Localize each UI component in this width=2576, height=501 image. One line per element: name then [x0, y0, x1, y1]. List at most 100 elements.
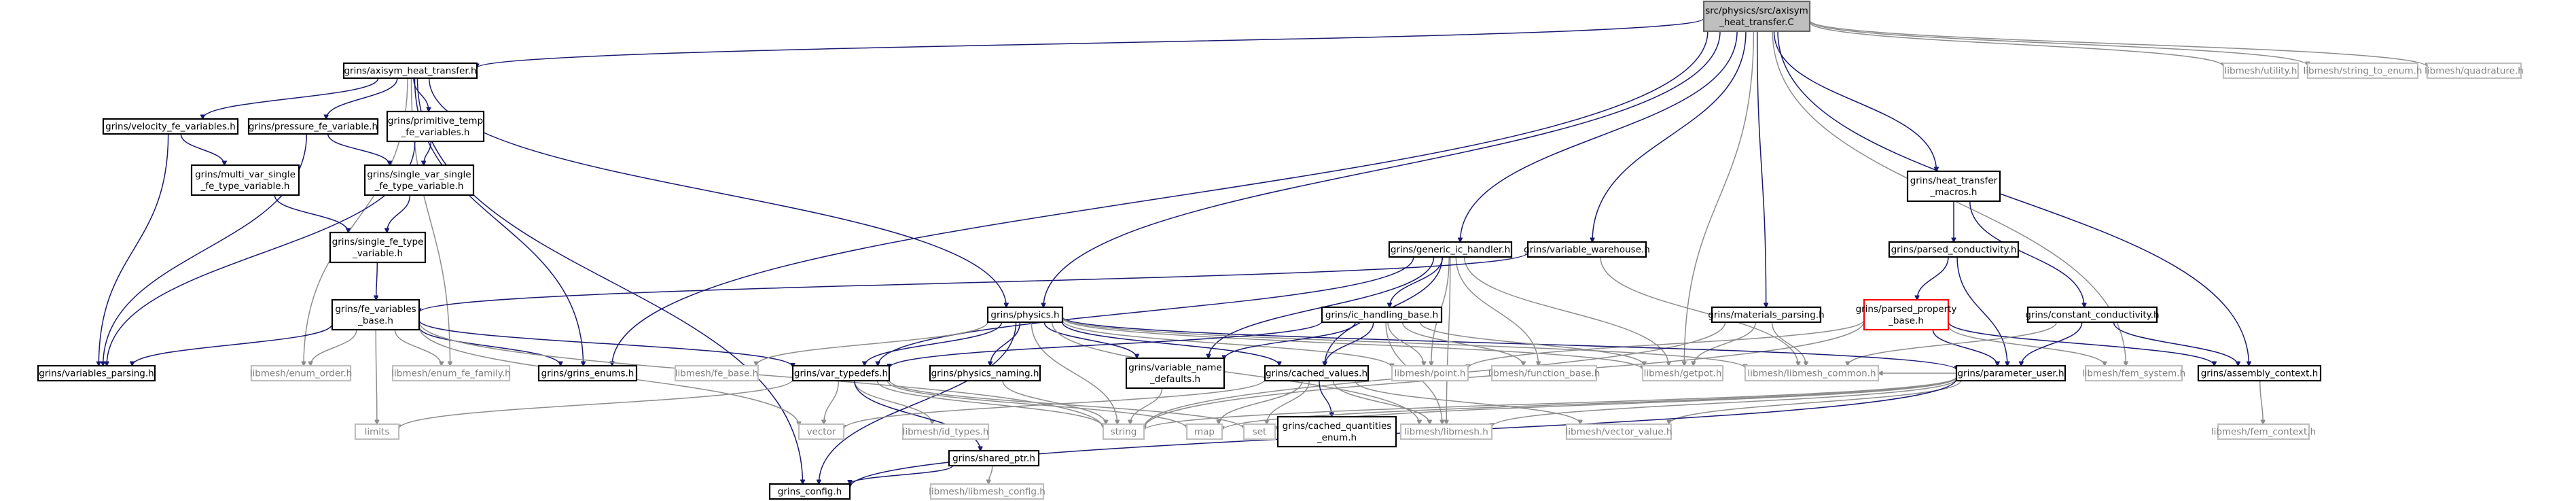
- edge-var_typedefs-to-limits: [399, 379, 793, 429]
- node-fe-variables-base[interactable]: grins/fe_variables_base.h: [331, 298, 421, 331]
- node-label: libmesh/function_base.h: [1488, 368, 1600, 379]
- node-box: [1565, 423, 1672, 440]
- node-box: [1321, 306, 1443, 324]
- node-label: grins_config.h: [778, 487, 842, 498]
- node-shared-ptr[interactable]: grins/shared_ptr.h: [948, 449, 1040, 467]
- edge-parameter_user-to-vector_value: [1669, 380, 1961, 424]
- node-label: grins/physics_naming.h: [931, 368, 1039, 379]
- node-grins-enums[interactable]: grins/grins_enums.h: [537, 364, 638, 382]
- node-label: src/physics/src/axisym: [1705, 5, 1808, 16]
- edge-single_var-to-single_fe_type: [387, 194, 411, 232]
- node-var-typedefs[interactable]: grins/var_typedefs.h: [791, 364, 891, 382]
- node-materials-parsing[interactable]: grins/materials_parsing.h: [1708, 306, 1825, 324]
- edge-cached_values-to-vector: [844, 379, 1266, 429]
- node-string: string: [1102, 423, 1145, 440]
- node-box: [391, 364, 511, 382]
- node-label: grins/physics.h: [990, 310, 1059, 321]
- node-label: _fe_variables.h: [401, 127, 470, 138]
- edge-axisym_h-to-primitive_temp: [413, 77, 429, 111]
- node-single-var[interactable]: grins/single_var_single_fe_type_variable…: [363, 164, 475, 196]
- edge-physics_h-to-parameter_user: [1062, 316, 1956, 370]
- node-single-fe-type[interactable]: grins/single_fe_type_variable.h: [329, 231, 427, 264]
- edge-parsed_property-to-fem_system: [1948, 325, 2105, 366]
- node-label: libmesh/enum_order.h: [250, 368, 353, 379]
- node-label: grins/parsed_property: [1856, 304, 1957, 315]
- node-box: [1641, 364, 1724, 382]
- node-label: grins/grins_enums.h: [541, 368, 634, 379]
- node-box: [1391, 364, 1469, 382]
- edges-layer: [99, 18, 2427, 487]
- edge-parameter_user-to-string: [1144, 376, 1957, 430]
- edge-ic_handling_base-to-variable_name_defaults: [1224, 322, 1356, 360]
- node-parameter-user[interactable]: grins/parameter_user.h: [1955, 364, 2067, 382]
- node-box: [768, 483, 851, 500]
- node-velocity-fe[interactable]: grins/velocity_fe_variables.h: [102, 118, 239, 135]
- edge-cached_values-to-libmesh_h: [1332, 380, 1429, 424]
- node-label: grins/parameter_user.h: [1957, 368, 2064, 379]
- node-label: set: [1253, 427, 1267, 438]
- edge-variable_warehouse-to-fe_variables_base: [419, 252, 1528, 313]
- node-constant-conductivity[interactable]: grins/constant_conductivity.h: [2025, 306, 2160, 324]
- edge-ic_handling_base-to-function_base: [1401, 322, 1524, 366]
- node-label: grins/assembly_context.h: [2201, 368, 2319, 379]
- node-label: grins/variable_warehouse.h: [1524, 245, 1650, 256]
- edge-physics_h-to-variable_name_defaults: [1043, 322, 1137, 358]
- node-box: [798, 423, 845, 440]
- node-label: libmesh/libmesh.h: [1404, 427, 1488, 438]
- node-physics-naming[interactable]: grins/physics_naming.h: [929, 364, 1041, 382]
- node-label: grins/axisym_heat_transfer.h: [344, 66, 476, 77]
- node-label: _base.h: [357, 315, 393, 326]
- node-box: [1264, 364, 1370, 382]
- node-label: grins/shared_ptr.h: [952, 453, 1035, 464]
- edge-root-to-variable_warehouse: [1592, 31, 1747, 242]
- node-fe-base: libmesh/fe_base.h: [674, 364, 759, 382]
- edge-parsed_conductivity-to-parsed_property: [1917, 256, 1949, 300]
- edge-primitive_temp-to-single_var: [424, 141, 432, 165]
- node-parsed-conductivity[interactable]: grins/parsed_conductivity.h: [1888, 241, 2020, 258]
- node-parsed-property[interactable]: grins/parsed_property_base.h: [1856, 298, 1957, 331]
- node-box: [2084, 364, 2183, 382]
- node-ic-handling-base[interactable]: grins/ic_handling_base.h: [1321, 306, 1443, 324]
- node-heat-transfer-macros[interactable]: grins/heat_transfer_macros.h: [1906, 170, 2001, 203]
- node-physics-h[interactable]: grins/physics.h: [986, 306, 1064, 324]
- node-label: _variable.h: [352, 248, 403, 259]
- node-label: map: [1194, 427, 1215, 438]
- node-cached-quantities-enum[interactable]: grins/cached_quantities_enum.h: [1276, 415, 1397, 448]
- edge-constant_conductivity-to-libmesh_common: [1848, 322, 2057, 366]
- node-box: [2026, 306, 2158, 324]
- node-label: libmesh/quadrature.h: [2425, 66, 2524, 77]
- edge-generic_ic-to-function_base: [1455, 256, 1538, 366]
- node-root[interactable]: src/physics/src/axisym_heat_transfer.C: [1702, 0, 1811, 33]
- node-box: [1490, 364, 1598, 382]
- node-pressure-fe[interactable]: grins/pressure_fe_variable.h: [247, 118, 379, 135]
- node-label: grins/fe_variables: [335, 304, 416, 315]
- node-axisym-h[interactable]: grins/axisym_heat_transfer.h: [342, 62, 478, 80]
- node-assembly-context[interactable]: grins/assembly_context.h: [2197, 364, 2322, 382]
- node-label: grins/generic_ic_handler.h: [1391, 245, 1510, 256]
- edge-parsed_conductivity-to-parameter_user: [1956, 256, 2007, 366]
- node-primitive-temp[interactable]: grins/primitive_temp_fe_variables.h: [386, 110, 485, 143]
- node-label: grins/pressure_fe_variable.h: [249, 122, 378, 133]
- node-label: libmesh/vector_value.h: [1566, 427, 1672, 438]
- node-label: grins/ic_handling_base.h: [1325, 310, 1438, 321]
- node-variables-parsing[interactable]: grins/variables_parsing.h: [37, 364, 156, 382]
- edge-axisym_h-to-velocity_fe: [202, 77, 379, 119]
- node-label: string: [1111, 427, 1137, 438]
- edge-materials_parsing-to-getpot: [1694, 322, 1757, 366]
- node-variable-warehouse[interactable]: grins/variable_warehouse.h: [1524, 241, 1650, 258]
- node-getpot: libmesh/getpot.h: [1641, 364, 1724, 382]
- node-box: [537, 364, 638, 382]
- node-label: libmesh/libmesh_config.h: [929, 487, 1045, 498]
- edge-axisym_h-to-grins_config: [416, 77, 802, 484]
- edge-generic_ic-to-variable_name_defaults: [1209, 256, 1435, 358]
- node-generic-ic[interactable]: grins/generic_ic_handler.h: [1388, 241, 1513, 258]
- node-variable-name-defaults[interactable]: grins/variable_name_defaults.h: [1125, 357, 1226, 390]
- node-box: [1906, 170, 2001, 203]
- node-quadrature: libmesh/quadrature.h: [2425, 62, 2524, 80]
- node-fem-system: libmesh/fem_system.h: [2082, 364, 2185, 382]
- node-grins-config[interactable]: grins_config.h: [768, 483, 851, 500]
- node-multi-var[interactable]: grins/multi_var_single_fe_type_variable.…: [190, 164, 300, 196]
- node-cached-values[interactable]: grins/cached_values.h: [1264, 364, 1370, 382]
- node-label: grins/constant_conductivity.h: [2025, 310, 2159, 321]
